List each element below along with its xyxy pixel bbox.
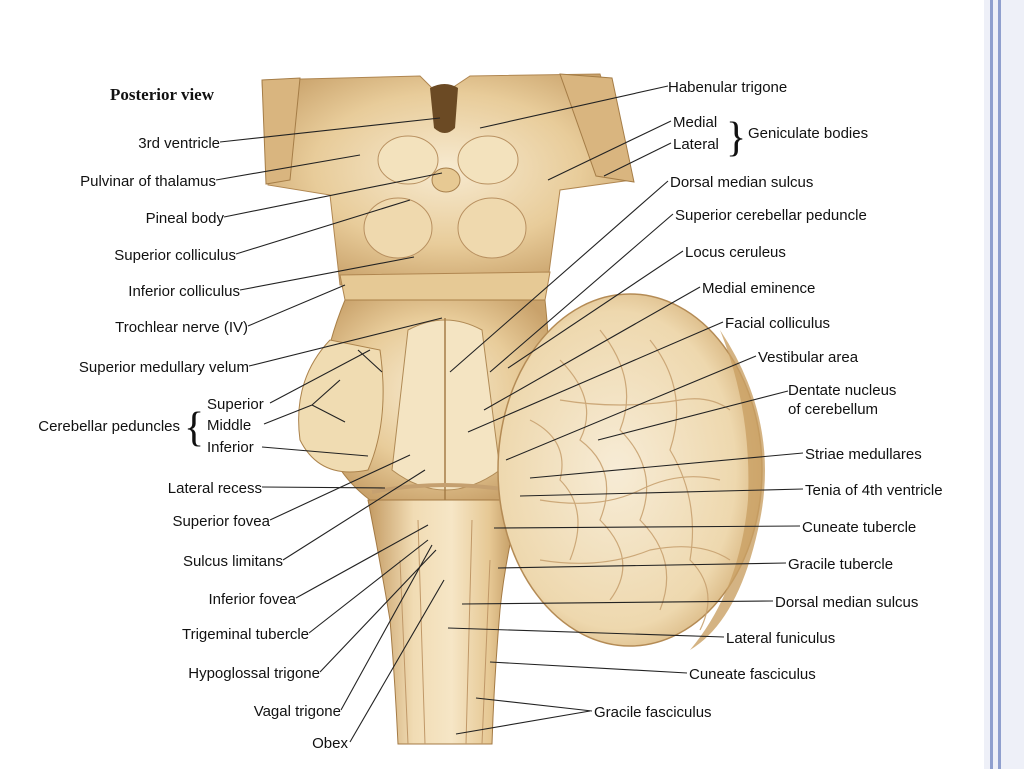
label-superior-medullary-velum: Superior medullary velum	[79, 359, 249, 376]
label-trochlear-nerve: Trochlear nerve (IV)	[115, 319, 248, 336]
label-superior-colliculus: Superior colliculus	[114, 247, 236, 264]
label-hypoglossal-trigone: Hypoglossal trigone	[188, 665, 320, 682]
label-cuneate-tubercle: Cuneate tubercle	[802, 519, 916, 536]
label-trigeminal-tubercle: Trigeminal tubercle	[182, 626, 309, 643]
label-dentate-nucleus-box: Dentate nucleus of cerebellum	[788, 382, 897, 418]
label-peduncle-inferior: Inferior	[207, 439, 254, 456]
label-cuneate-fasciculus: Cuneate fasciculus	[689, 666, 816, 683]
label-pulvinar-of-thalamus: Pulvinar of thalamus	[80, 173, 216, 190]
label-lateral-recess: Lateral recess	[168, 480, 262, 497]
frame-stripe	[998, 0, 1001, 769]
label-cerebellar-peduncles: Cerebellar peduncles	[38, 418, 180, 435]
label-superior-cerebellar-peduncle: Superior cerebellar peduncle	[675, 207, 867, 224]
label-striae-medullares: Striae medullares	[805, 446, 922, 463]
label-obex: Obex	[312, 735, 348, 752]
label-gracile-tubercle: Gracile tubercle	[788, 556, 893, 573]
label-habenular-trigone: Habenular trigone	[668, 79, 787, 96]
leader-lines	[215, 85, 804, 743]
right-labels: Habenular trigone Medial Lateral } Genic…	[594, 79, 943, 721]
label-gracile-fasciculus: Gracile fasciculus	[594, 704, 712, 721]
label-peduncle-middle: Middle	[207, 417, 251, 434]
slide-frame-right	[984, 0, 1024, 769]
label-lateral-funiculus: Lateral funiculus	[726, 630, 835, 647]
label-facial-colliculus: Facial colliculus	[725, 315, 830, 332]
label-medial-eminence: Medial eminence	[702, 280, 815, 297]
label-pineal-body: Pineal body	[146, 210, 225, 227]
brainstem-illustration	[261, 73, 765, 745]
label-inferior-fovea: Inferior fovea	[208, 591, 296, 608]
label-geniculate-lateral: Lateral	[673, 136, 719, 153]
brace-left-icon: {	[184, 405, 204, 451]
brace-right-icon: }	[726, 115, 746, 161]
label-tenia-of-4th-ventricle: Tenia of 4th ventricle	[805, 482, 943, 499]
frame-stripe	[990, 0, 993, 769]
label-geniculate-medial: Medial	[673, 114, 717, 131]
label-vestibular-area: Vestibular area	[758, 349, 859, 366]
diagram-title: Posterior view	[110, 85, 215, 104]
label-dorsal-median-sulcus-upper: Dorsal median sulcus	[670, 174, 813, 191]
label-inferior-colliculus: Inferior colliculus	[128, 283, 240, 300]
label-dentate-nucleus: Dentate nucleus of cerebellum	[788, 382, 897, 418]
label-geniculate-bodies: Geniculate bodies	[748, 125, 868, 142]
label-sulcus-limitans: Sulcus limitans	[183, 553, 283, 570]
label-dorsal-median-sulcus-lower: Dorsal median sulcus	[775, 594, 918, 611]
label-superior-fovea: Superior fovea	[172, 513, 270, 530]
label-locus-ceruleus: Locus ceruleus	[685, 244, 786, 261]
left-labels: 3rd ventricle Pulvinar of thalamus Pinea…	[79, 135, 349, 752]
label-vagal-trigone: Vagal trigone	[254, 703, 341, 720]
label-peduncle-superior: Superior	[207, 396, 264, 413]
cerebellar-peduncles-group: Cerebellar peduncles { Superior Middle I…	[38, 396, 263, 456]
label-3rd-ventricle: 3rd ventricle	[138, 135, 220, 152]
